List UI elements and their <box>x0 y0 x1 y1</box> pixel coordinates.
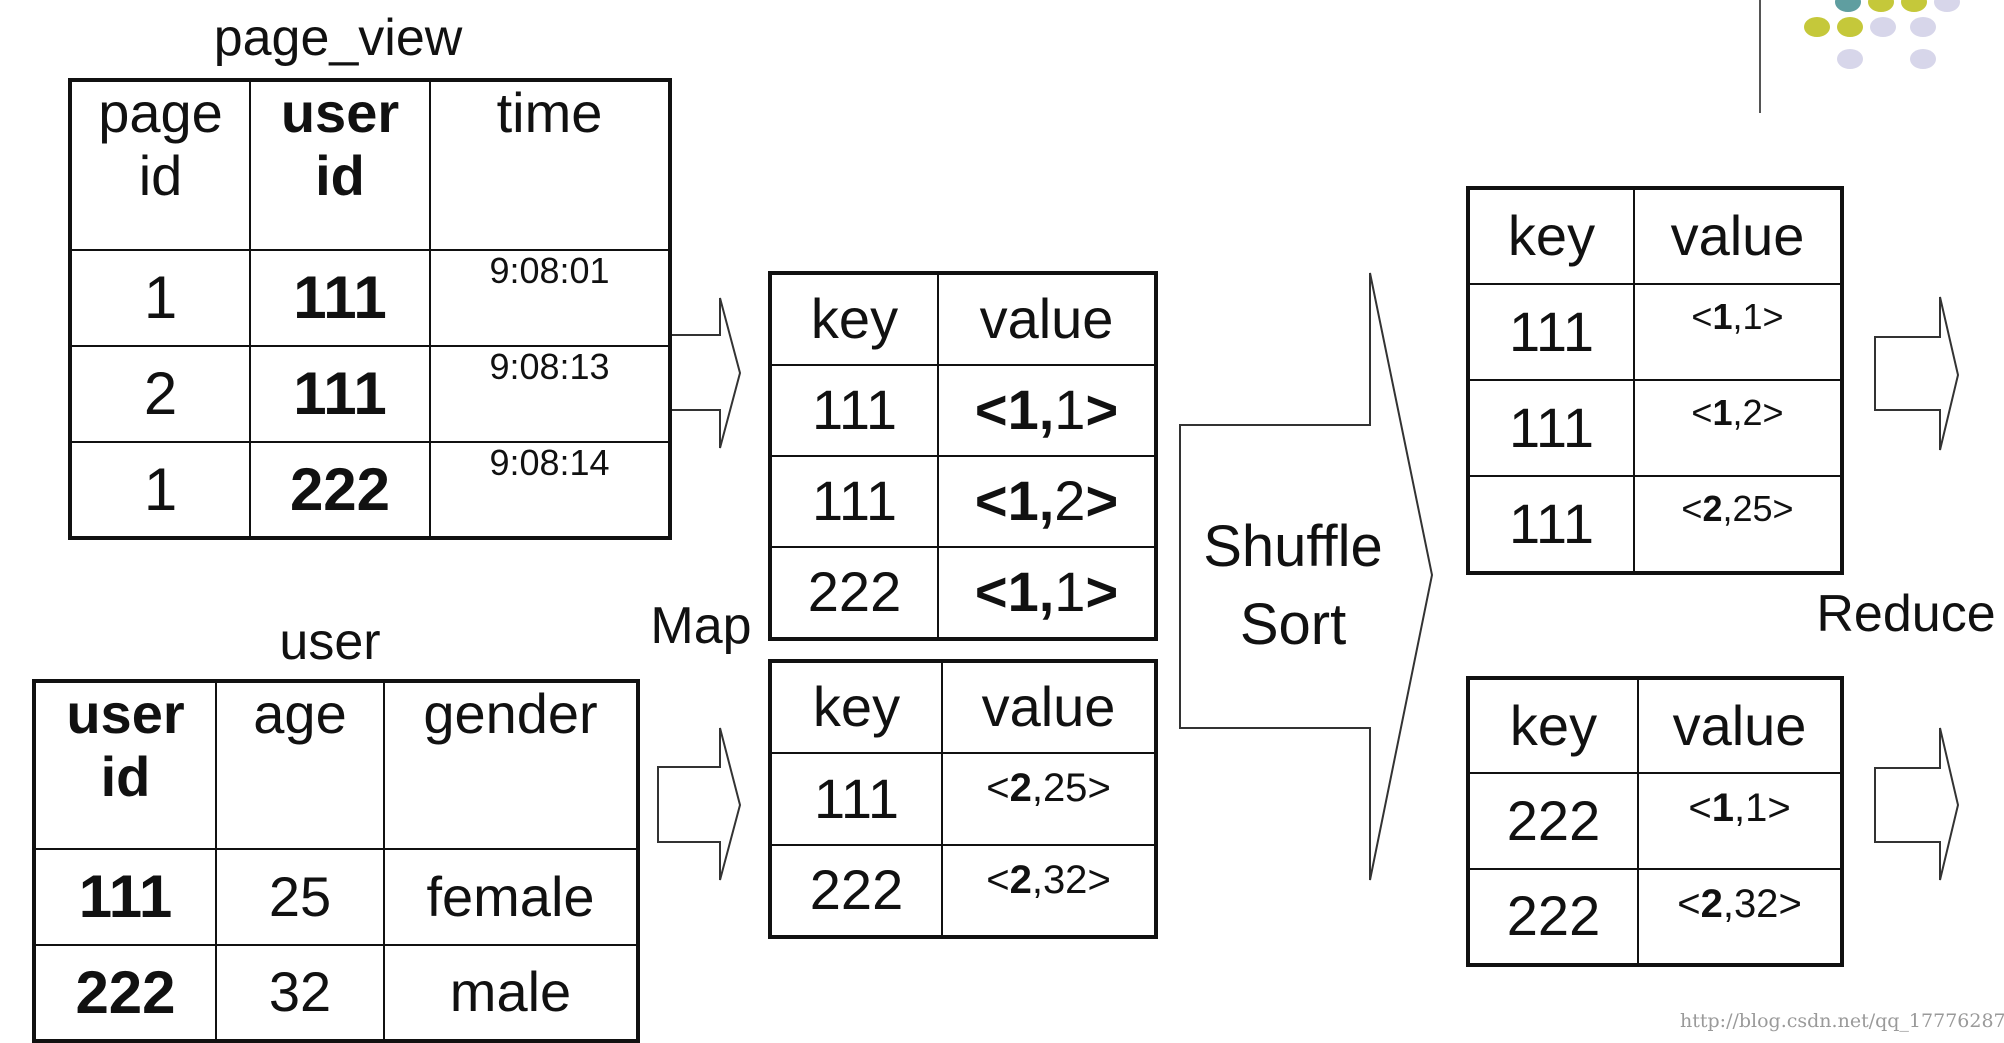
cell-value: <2,32> <box>1637 868 1843 966</box>
map-label: Map <box>650 597 752 655</box>
cell-page-id: 2 <box>69 345 251 443</box>
reduce-arrow-lower <box>1874 727 1960 881</box>
reduce-table-1: key value 111 <1,1> 111 <1,2> 111 <2,25> <box>1466 186 1844 575</box>
decor-dot <box>1837 49 1863 69</box>
decor-dot <box>1835 0 1861 12</box>
cell-value: <1,2> <box>1633 379 1843 477</box>
reduce-label: Reduce <box>1816 585 1996 643</box>
cell-value: <1,1> <box>937 364 1157 457</box>
header-value: value <box>1637 677 1843 774</box>
header-value: value <box>1633 187 1843 285</box>
header-time: time <box>429 79 671 251</box>
cell-time: 9:08:14 <box>429 441 671 539</box>
decor-dot <box>1804 17 1830 37</box>
header-value: value <box>937 272 1157 366</box>
header-value: value <box>941 660 1157 754</box>
user-caption: user <box>279 613 381 671</box>
cell-key: 111 <box>769 455 939 548</box>
map-arrow-lower <box>657 727 742 881</box>
cell-gender: female <box>383 848 639 946</box>
cell-key: 111 <box>1467 379 1635 477</box>
cell-key: 111 <box>1467 475 1635 574</box>
cell-gender: male <box>383 944 639 1042</box>
cell-key: 111 <box>769 752 943 846</box>
header-key: key <box>769 660 943 754</box>
decor-dot <box>1870 17 1896 37</box>
page-view-caption: page_view <box>213 9 463 67</box>
decor-dot <box>1910 17 1936 37</box>
header-key: key <box>1467 677 1639 774</box>
cell-key: 111 <box>1467 283 1635 381</box>
cell-key: 222 <box>1467 868 1639 966</box>
cell-user-id: 222 <box>249 441 431 539</box>
cell-value: <2,32> <box>941 844 1157 938</box>
reduce-arrow-upper <box>1874 296 1960 451</box>
header-key: key <box>1467 187 1635 285</box>
cell-user-id: 111 <box>249 345 431 443</box>
decor-dot <box>1868 0 1894 12</box>
sort-label: Sort <box>1239 592 1347 657</box>
cell-time: 9:08:13 <box>429 345 671 443</box>
cell-key: 111 <box>769 364 939 457</box>
cell-key: 222 <box>1467 772 1639 870</box>
decor-dot <box>1934 0 1960 12</box>
header-age: age <box>215 680 385 850</box>
header-key: key <box>769 272 939 366</box>
cell-page-id: 1 <box>69 441 251 539</box>
shuffle-arrow <box>1179 272 1434 881</box>
cell-value: <1,1> <box>937 546 1157 640</box>
cell-user-id: 111 <box>249 249 431 347</box>
decor-dot <box>1901 0 1927 12</box>
cell-value: <1,2> <box>937 455 1157 548</box>
cell-page-id: 1 <box>69 249 251 347</box>
shuffle-label: Shuffle <box>1203 514 1383 579</box>
cell-age: 32 <box>215 944 385 1042</box>
header-gender: gender <box>383 680 639 850</box>
cell-key: 222 <box>769 844 943 938</box>
map-table-2: key value 111 <2,25> 222 <2,32> <box>768 659 1158 939</box>
shuffle-sort-label: Shuffle Sort <box>1188 508 1398 664</box>
cell-key: 222 <box>769 546 939 640</box>
cell-user-id: 111 <box>33 848 217 946</box>
cell-time: 9:08:01 <box>429 249 671 347</box>
cell-value: <1,1> <box>1633 283 1843 381</box>
decor-dot <box>1837 17 1863 37</box>
decor-dot <box>1910 49 1936 69</box>
cell-value: <2,25> <box>1633 475 1843 574</box>
cell-user-id: 222 <box>33 944 217 1042</box>
watermark-url: http://blog.csdn.net/qq_17776287 <box>1680 1010 2004 1032</box>
map-table-1: key value 111 <1,1> 111 <1,2> 222 <1,1> <box>768 271 1158 641</box>
reduce-table-2: key value 222 <1,1> 222 <2,32> <box>1466 676 1844 967</box>
cell-value: <2,25> <box>941 752 1157 846</box>
cell-age: 25 <box>215 848 385 946</box>
cell-value: <1,1> <box>1637 772 1843 870</box>
